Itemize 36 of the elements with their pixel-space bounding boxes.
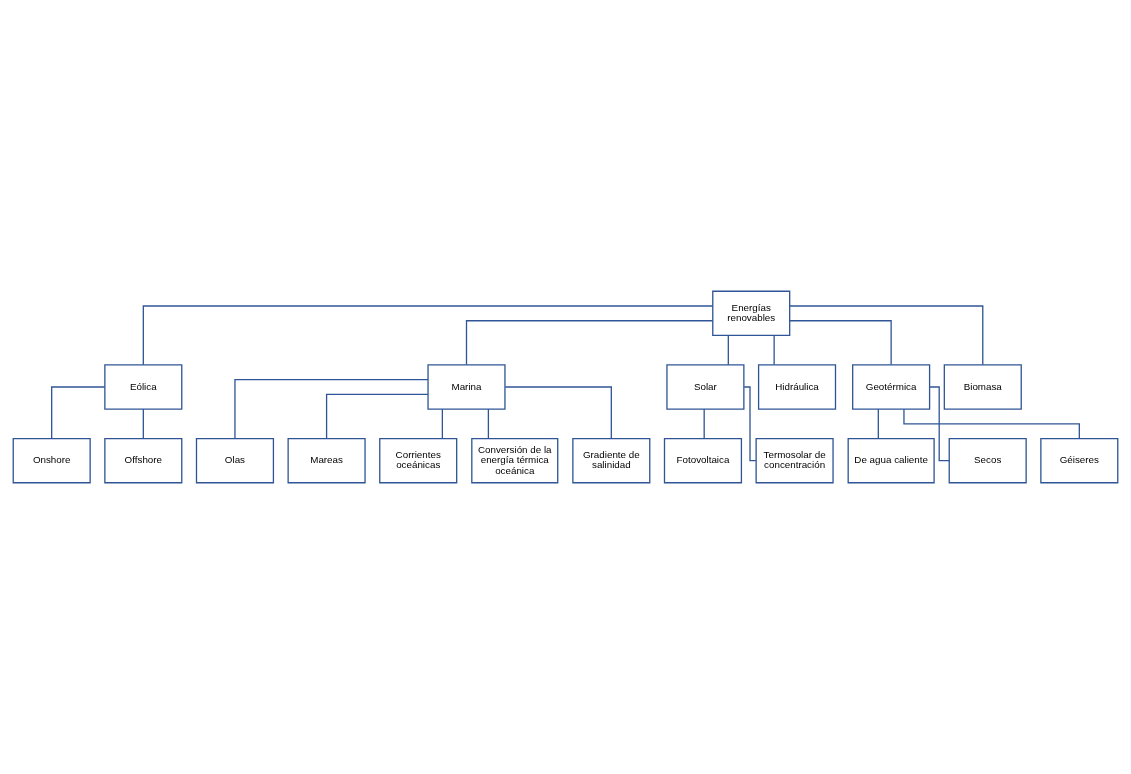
node-box: Energías renovables bbox=[712, 290, 791, 337]
connector bbox=[773, 334, 775, 366]
node-box: Marina bbox=[427, 364, 506, 410]
connector bbox=[504, 386, 612, 440]
node-box: Olas bbox=[195, 437, 275, 484]
connector bbox=[234, 379, 429, 440]
node-box: Géiseres bbox=[1040, 437, 1119, 484]
connector bbox=[877, 408, 879, 439]
connector bbox=[142, 408, 144, 439]
node-box: Secos bbox=[948, 437, 1027, 484]
node-box: Fotovoltaica bbox=[663, 437, 743, 484]
node-box: Mareas bbox=[287, 437, 366, 484]
connector bbox=[51, 386, 106, 440]
node-box: Gradiente de salinidad bbox=[572, 437, 651, 484]
connector bbox=[727, 334, 729, 366]
node-box: Onshore bbox=[12, 437, 91, 484]
node-box: Hidráulica bbox=[757, 364, 837, 410]
node-box: Offshore bbox=[104, 437, 183, 484]
connector bbox=[703, 408, 705, 439]
node-box: Eólica bbox=[104, 364, 183, 410]
connector bbox=[789, 320, 892, 366]
connector bbox=[789, 305, 984, 366]
node-box: Solar bbox=[666, 364, 745, 410]
node-box: Geotérmica bbox=[852, 364, 931, 410]
node-box: Termosolar de concentración bbox=[755, 437, 834, 484]
connector bbox=[487, 408, 490, 439]
connector bbox=[743, 386, 757, 462]
connector bbox=[929, 386, 950, 462]
node-box: De agua caliente bbox=[847, 437, 935, 484]
node-box: Corrientes oceánicas bbox=[379, 437, 458, 484]
node-box: Conversión de la energía térmica oceánica bbox=[471, 437, 559, 484]
connector bbox=[142, 305, 714, 366]
node-box: Biomasa bbox=[943, 364, 1022, 410]
connector bbox=[441, 408, 443, 439]
connector bbox=[465, 320, 714, 366]
connector bbox=[325, 393, 429, 439]
